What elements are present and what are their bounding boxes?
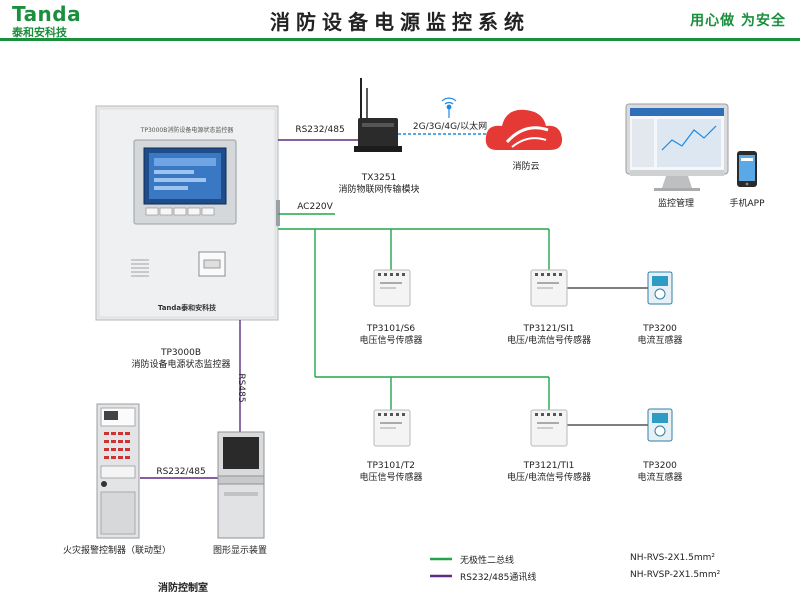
legend-label-comm: RS232/485通讯线 <box>460 573 537 583</box>
device-model: TP3200 <box>643 461 677 471</box>
current-transformer-icon <box>647 408 673 442</box>
device-name: 电压/电流信号传感器 <box>506 336 592 346</box>
cabinet-name: 消防设备电源状态监控器 <box>131 360 231 370</box>
router-icon <box>354 78 402 152</box>
label-rs232-485-bottom: RS232/485 <box>156 467 206 477</box>
main-cabinet <box>95 105 280 321</box>
label-ac220v: AC220V <box>297 202 333 212</box>
brand-logo-cn: 泰和安科技 <box>12 26 67 39</box>
legend-cable-bus: NH-RVS-2X1.5mm² <box>630 553 715 563</box>
device-model: TP3101/T2 <box>366 461 416 471</box>
legend-cable-comm: NH-RVSP-2X1.5mm² <box>630 570 721 580</box>
device-name: 电压信号传感器 <box>359 473 423 483</box>
comm-lines <box>140 139 358 479</box>
device-model: TP3200 <box>643 324 677 334</box>
mobile-app-label: 手机APP <box>729 199 765 209</box>
device-model: TP3101/S6 <box>366 324 416 334</box>
cloud-icon <box>485 109 563 150</box>
tx3251-model: TX3251 <box>361 173 397 183</box>
fire-controller-label: 火灾报警控制器（联动型） <box>62 546 171 556</box>
tx3251-name: 消防物联网传输模块 <box>338 185 420 195</box>
cloud-label: 消防云 <box>512 162 540 172</box>
fire-alarm-cabinet-icon <box>96 403 140 539</box>
device-name: 电流互感器 <box>637 473 683 483</box>
sensor-icon <box>530 409 568 447</box>
sensor-icon <box>530 269 568 307</box>
legend-label-bus: 无极性二总线 <box>460 556 515 566</box>
display-terminal-icon <box>217 431 265 539</box>
device-name: 电流互感器 <box>637 336 683 346</box>
control-room-label: 消防控制室 <box>158 583 208 594</box>
phone-icon <box>737 151 757 187</box>
current-transformer-icon <box>647 271 673 305</box>
device-name: 电压信号传感器 <box>359 336 423 346</box>
cabinet-model: TP3000B <box>160 348 201 358</box>
sensor-icon <box>373 409 411 447</box>
wifi-icon <box>441 97 457 118</box>
cabinet-panel-title: TP3000B消防设备电源状态监控器 <box>140 127 234 134</box>
page-title: 消防设备电源监控系统 <box>270 10 530 34</box>
sensor-icon <box>373 269 411 307</box>
cabinet-nameplate: Tanda泰和安科技 <box>157 304 217 312</box>
device-name: 电压/电流信号传感器 <box>506 473 592 483</box>
slogan: 用心做 为安全 <box>690 13 786 29</box>
brand-logo-en: Tanda <box>12 2 82 26</box>
ct-links <box>566 287 648 426</box>
label-rs232-485-top: RS232/485 <box>295 125 345 135</box>
graphic-display-label: 图形显示装置 <box>212 546 267 556</box>
monitoring-label: 监控管理 <box>657 199 694 209</box>
bus-lines <box>278 213 550 410</box>
label-rs485: RS485 <box>236 373 246 403</box>
monitor-icon <box>625 103 729 191</box>
header-divider <box>0 38 800 41</box>
label-network: 2G/3G/4G/以太网 <box>412 122 488 132</box>
device-model: TP3121/TI1 <box>523 461 575 471</box>
device-model: TP3121/SI1 <box>523 324 575 334</box>
